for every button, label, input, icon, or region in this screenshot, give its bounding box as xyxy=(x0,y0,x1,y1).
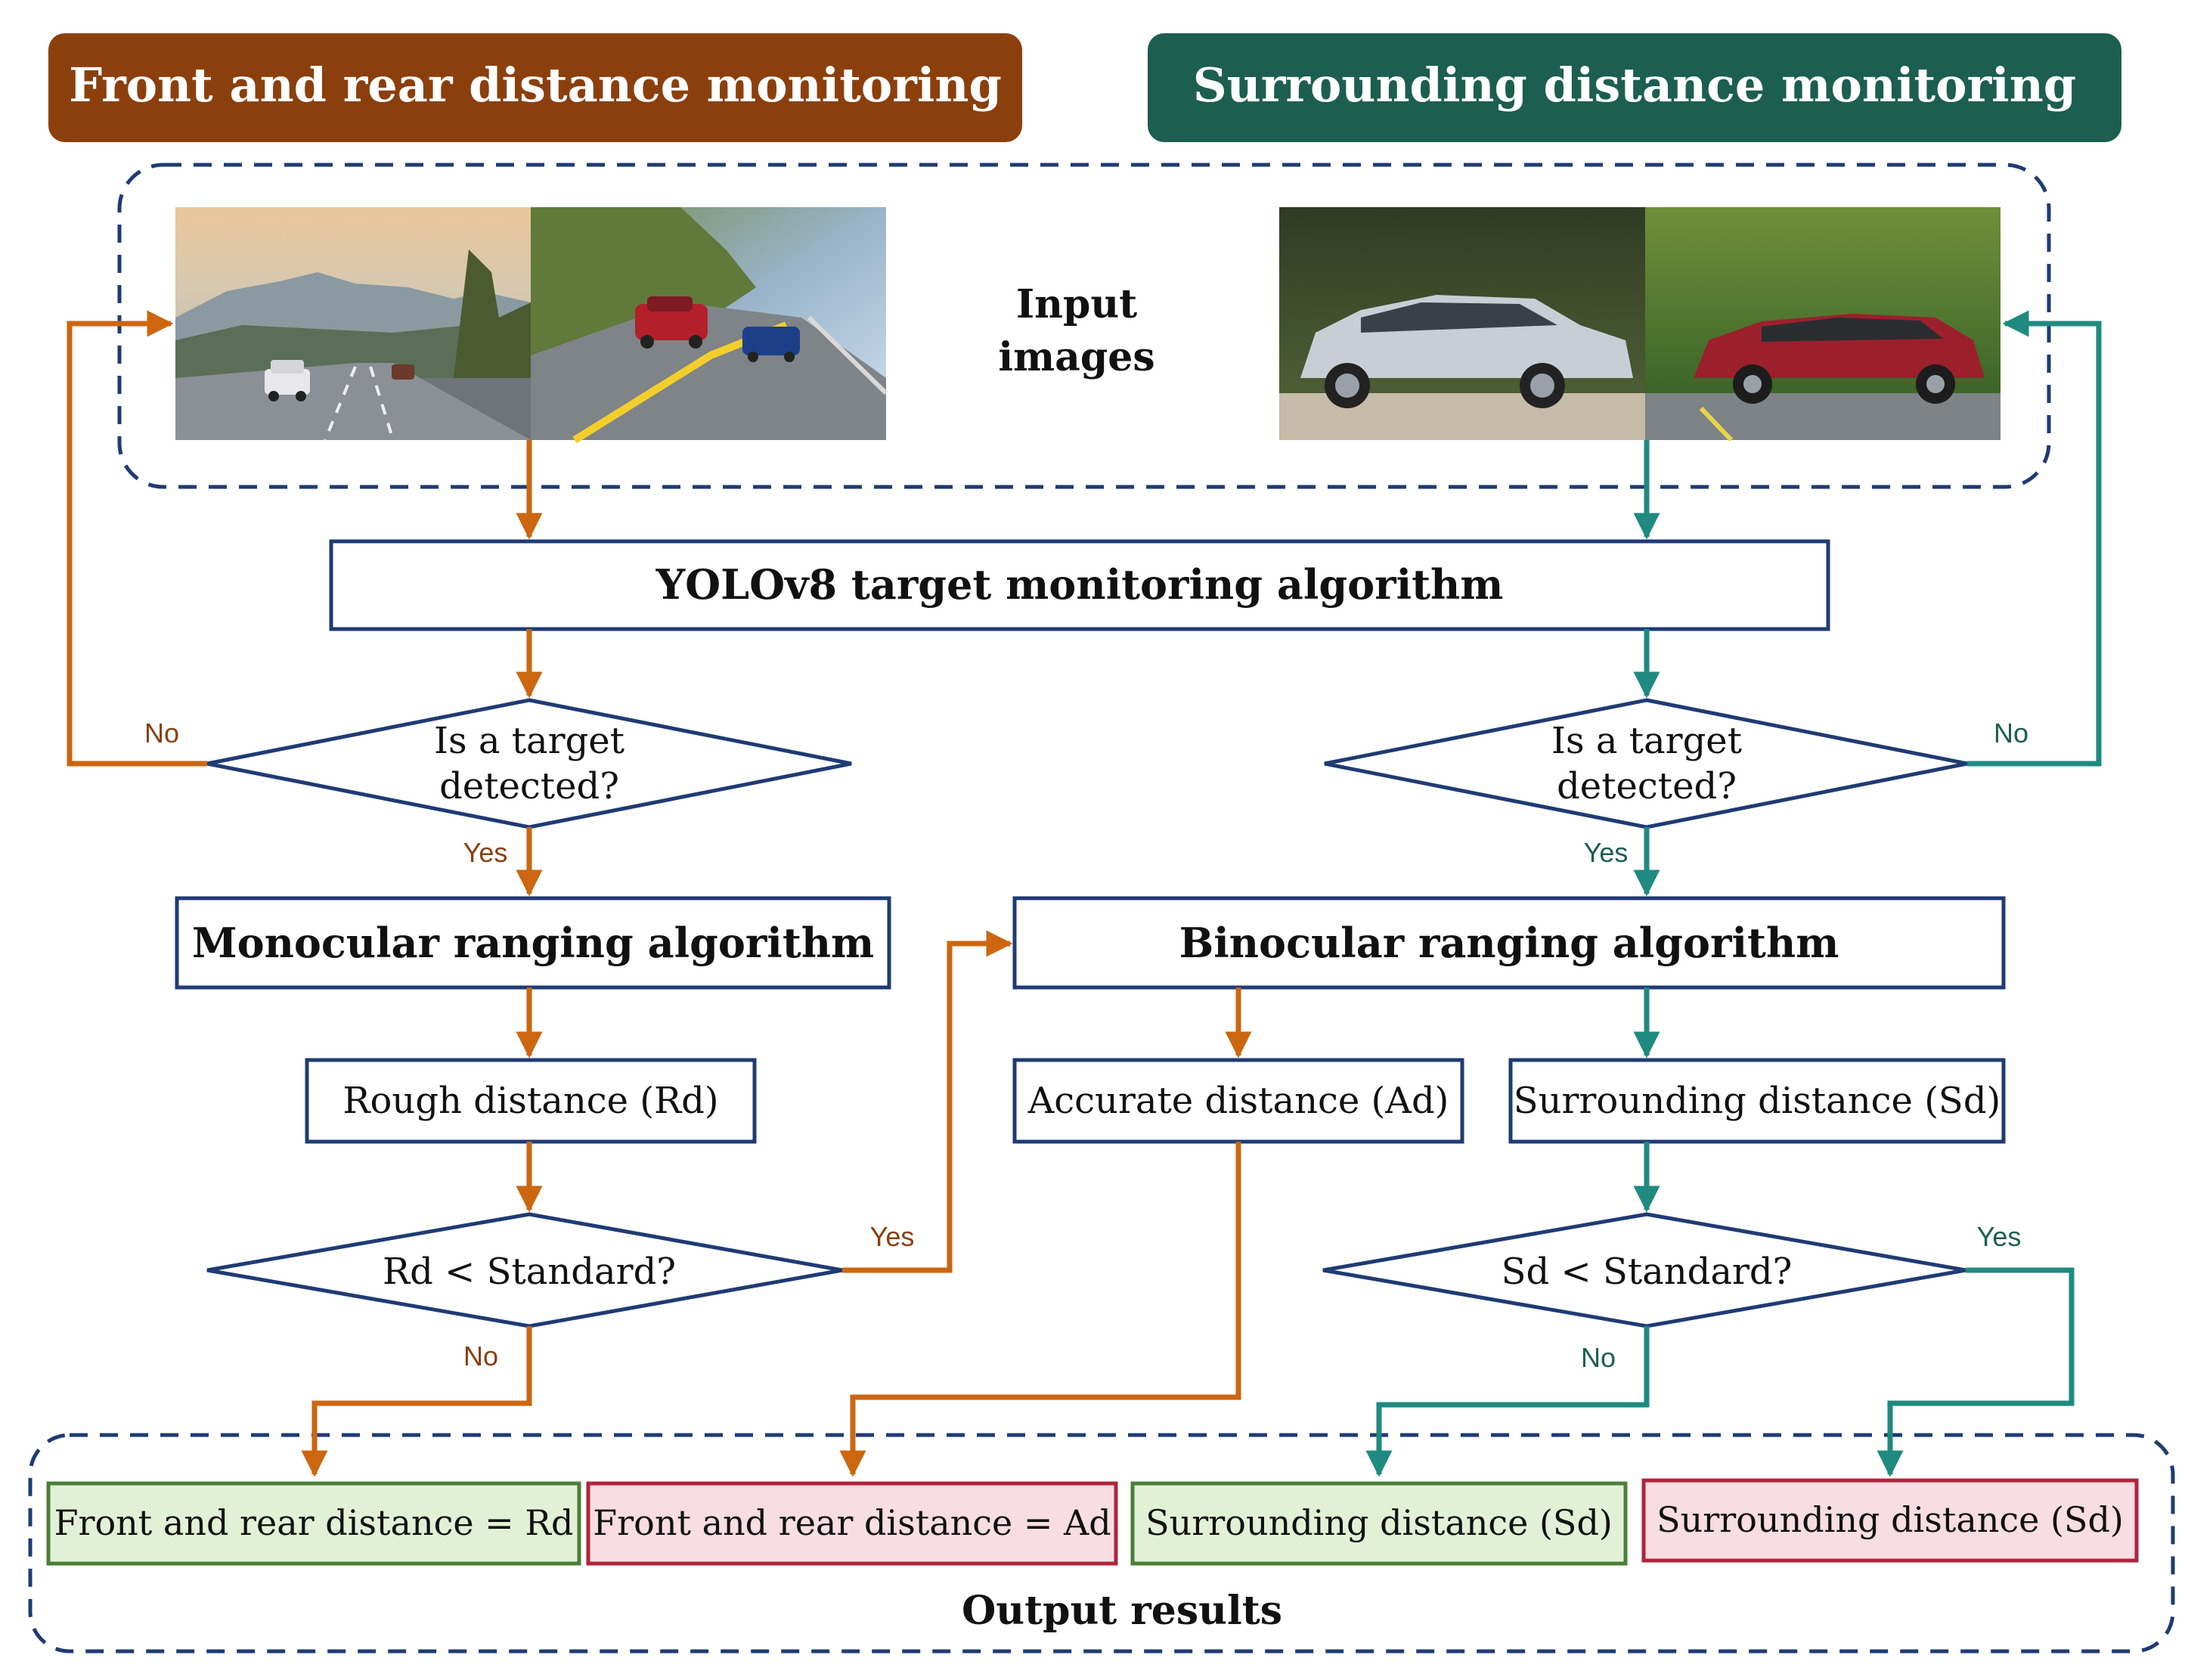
rd-standard-label: Rd < Standard? xyxy=(383,1251,676,1293)
output-results-container xyxy=(28,1433,2175,1654)
right-decision-line2: detected? xyxy=(1557,765,1737,807)
highway-road-photo xyxy=(175,207,531,441)
right-decision-no-label: No xyxy=(1994,718,2028,749)
rough-distance-box: Rough distance (Rd) xyxy=(305,1058,757,1144)
rough-distance-label: Rough distance (Rd) xyxy=(342,1080,718,1122)
output-surrounding-yes: Surrounding distance (Sd) xyxy=(1641,1478,2139,1563)
teal-connectors xyxy=(1365,310,2102,1477)
arrow-sd-no-to-output3 xyxy=(1365,1326,1650,1477)
arrow-rd-no-to-output1 xyxy=(301,1326,532,1477)
monocular-ranging-box: Monocular ranging algorithm xyxy=(175,896,891,990)
accurate-distance-box: Accurate distance (Ad) xyxy=(1012,1058,1464,1144)
arrow-left-no-loop xyxy=(67,310,207,767)
sd-standard-decision: Sd < Standard? xyxy=(1322,1212,1966,1328)
binocular-ranging-box: Binocular ranging algorithm xyxy=(1012,896,2006,990)
sd-standard-label: Sd < Standard? xyxy=(1502,1251,1793,1293)
header-surrounding-label: Surrounding distance monitoring xyxy=(1193,57,2076,113)
left-decision-yes-label: Yes xyxy=(463,837,508,868)
rd-check-no-label: No xyxy=(463,1341,498,1372)
input-images-label-line2: images xyxy=(998,334,1154,380)
header-surrounding: Surrounding distance monitoring xyxy=(1148,33,2121,142)
output-surrounding-no: Surrounding distance (Sd) xyxy=(1130,1481,1628,1566)
right-decision-line1: Is a target xyxy=(1551,720,1742,762)
arrow-sd-yes-to-output4 xyxy=(1877,1267,2075,1477)
output-surrounding-no-label: Surrounding distance (Sd) xyxy=(1145,1502,1613,1543)
left-decision-no-label: No xyxy=(144,718,179,749)
right-target-detected-decision: Is a target detected? xyxy=(1324,698,1968,829)
header-front-rear-label: Front and rear distance monitoring xyxy=(69,57,1002,113)
sd-check-no-label: No xyxy=(1581,1342,1616,1373)
left-decision-line1: Is a target xyxy=(434,720,624,762)
output-front-rear-ad: Front and rear distance = Ad xyxy=(586,1481,1118,1566)
left-decision-line2: detected? xyxy=(439,765,619,807)
left-target-detected-decision: Is a target detected? xyxy=(206,698,852,829)
output-front-rear-rd-label: Front and rear distance = Rd xyxy=(54,1502,574,1543)
arrow-accurate-to-output2 xyxy=(839,1142,1241,1477)
monocular-ranging-label: Monocular ranging algorithm xyxy=(192,919,874,967)
binocular-ranging-label: Binocular ranging algorithm xyxy=(1179,919,1839,967)
sd-check-yes-label: Yes xyxy=(1977,1221,2022,1252)
output-surrounding-yes-label: Surrounding distance (Sd) xyxy=(1656,1499,2124,1540)
yolo-algorithm-box: YOLOv8 target monitoring algorithm xyxy=(329,539,1830,631)
arrow-right-no-loop xyxy=(1967,310,2102,767)
header-front-rear: Front and rear distance monitoring xyxy=(48,33,1022,142)
silver-suv-photo xyxy=(1279,207,1645,440)
accurate-distance-label: Accurate distance (Ad) xyxy=(1027,1080,1449,1122)
arrow-rd-yes-to-binocular xyxy=(842,930,1013,1273)
yolo-algorithm-label: YOLOv8 target monitoring algorithm xyxy=(655,560,1504,609)
surrounding-distance-label: Surrounding distance (Sd) xyxy=(1514,1080,2001,1122)
winding-road-photo xyxy=(531,207,888,444)
right-decision-yes-label: Yes xyxy=(1584,837,1629,868)
input-images-label-line1: Input xyxy=(1016,281,1137,327)
rd-standard-decision: Rd < Standard? xyxy=(206,1212,843,1328)
output-results-label: Output results xyxy=(962,1588,1282,1634)
output-front-rear-rd: Front and rear distance = Rd xyxy=(46,1481,581,1566)
surrounding-distance-box: Surrounding distance (Sd) xyxy=(1508,1058,2006,1144)
orange-connectors xyxy=(67,310,1252,1477)
rd-check-yes-label: Yes xyxy=(870,1221,915,1252)
red-suv-photo xyxy=(1645,207,2001,442)
output-front-rear-ad-label: Front and rear distance = Ad xyxy=(593,1502,1111,1543)
